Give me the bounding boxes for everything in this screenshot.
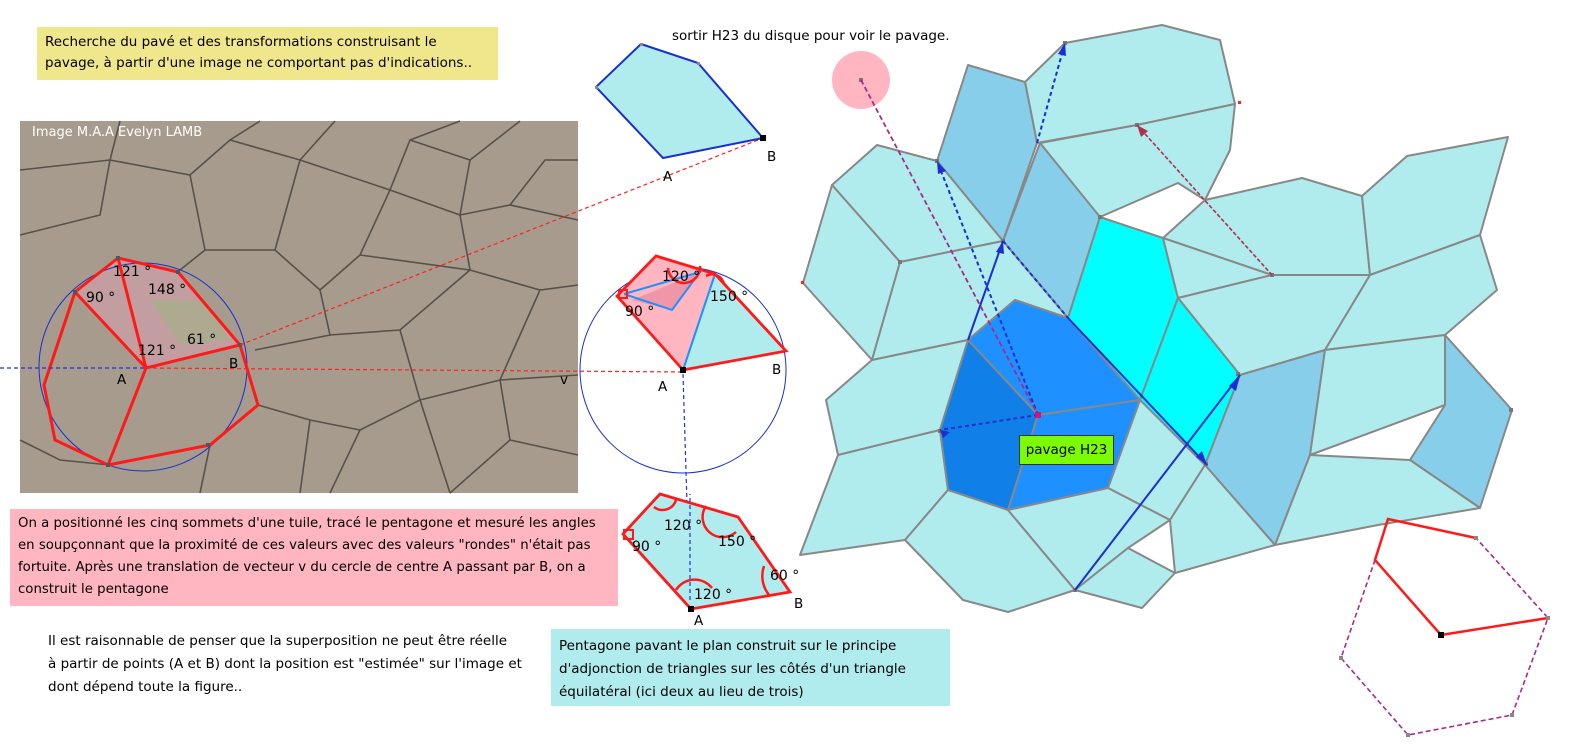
bottom-angle-label: 120 ° bbox=[694, 587, 732, 603]
bottom-angle-label: 60 ° bbox=[770, 568, 799, 584]
remark-note: Il est raisonnable de penser que la supe… bbox=[48, 633, 522, 695]
circle-angle-label: 150 ° bbox=[710, 289, 748, 305]
photo-point-b-label: B bbox=[229, 356, 238, 372]
vector-v-label: v bbox=[560, 372, 568, 388]
circle-angle-label: 90 ° bbox=[625, 304, 654, 320]
circle-construction: 120 ° 150 ° 90 ° A B bbox=[579, 254, 789, 601]
photo-angle-label: 148 ° bbox=[148, 282, 186, 298]
circle-point-a-label: A bbox=[658, 379, 668, 395]
h23-handle[interactable] bbox=[1035, 412, 1041, 418]
top-point-a-label: A bbox=[663, 169, 673, 185]
h23-label: pavage H23 bbox=[1019, 435, 1114, 465]
circle-point-b-label: B bbox=[772, 362, 781, 378]
photo-angle-label: 121 ° bbox=[113, 264, 151, 280]
photo-angle-label: 61 ° bbox=[187, 332, 216, 348]
bottom-angle-label: 120 ° bbox=[664, 518, 702, 534]
small-tile-top: A B bbox=[594, 42, 776, 185]
title-note: Recherche du pavé et des transformations… bbox=[37, 27, 498, 80]
photo-angle-label: 90 ° bbox=[86, 290, 115, 306]
method-note: On a positionné les cinq sommets d'une t… bbox=[10, 509, 618, 606]
bottom-angle-label: 150 ° bbox=[718, 534, 756, 550]
photo-angle-label: 121 ° bbox=[138, 343, 176, 359]
bottom-pentagon: 120 ° 150 ° 90 ° 60 ° 120 ° A B bbox=[621, 492, 803, 629]
bottom-point-a-label: A bbox=[694, 613, 704, 629]
circle-angle-label: 120 ° bbox=[662, 269, 700, 285]
photo-caption: Image M.A.A Evelyn LAMB bbox=[32, 125, 202, 140]
top-point-b-label: B bbox=[767, 149, 776, 165]
bottom-angle-label: 90 ° bbox=[632, 539, 661, 555]
photo-point-a-label: A bbox=[117, 372, 127, 388]
instruction-note: sortir H23 du disque pour voir le pavage… bbox=[672, 28, 950, 44]
construction-note: Pentagone pavant le plan construit sur l… bbox=[551, 629, 950, 706]
tiling bbox=[799, 24, 1513, 613]
bottom-point-b-label: B bbox=[794, 596, 803, 612]
bottom-hexagon bbox=[1339, 517, 1550, 737]
